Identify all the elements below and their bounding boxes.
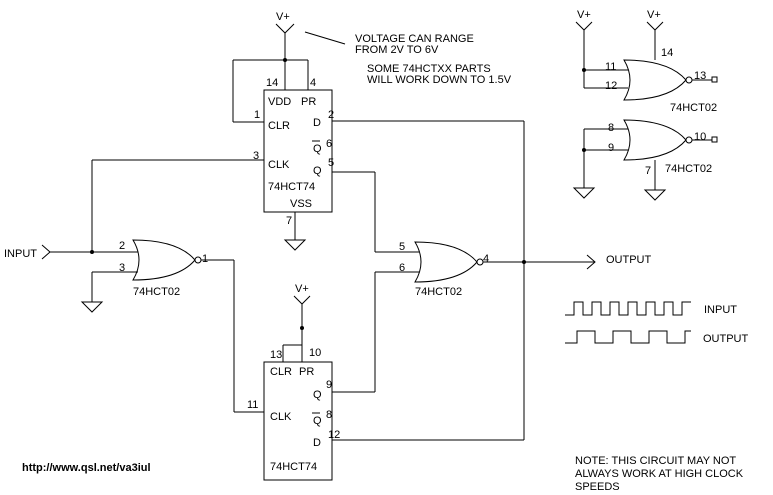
vplus-label-ur2: V+ [647,9,661,21]
ff2-pin-clr: CLR [270,366,292,378]
junction-ur1 [582,68,586,72]
ground-gate-in [80,301,104,313]
gate-in-body [132,239,196,281]
gate-ur2-bubble [685,136,693,144]
note-voltage-2: FROM 2V TO 6V [355,44,439,56]
gate-ur2-num-a: 8 [608,122,614,134]
ground-ff1 [283,239,307,251]
gate-mid-num-out: 4 [483,253,489,265]
gate-ur1-num-a: 11 [605,61,616,73]
vplus-label-top: V+ [276,11,290,23]
junction-vplus-ff2 [300,326,304,330]
ff1-num-5: 5 [328,157,334,169]
ff1-num-14: 14 [266,77,278,89]
source-url: http://www.qsl.net/va3iul [22,462,151,474]
ff1-pin-clr: CLR [268,120,290,132]
vplus-label-ff2: V+ [295,283,309,295]
ff2-pin-pr: PR [299,366,314,378]
vplus-label-ur1: V+ [577,9,591,21]
ff2-body [263,361,333,481]
gate-ur1-num-b: 12 [605,80,617,92]
gate-ur1-num-out: 13 [694,70,706,82]
gate-ur1-num-vcc: 14 [661,47,673,59]
gate-ur2-num-b: 9 [608,142,614,154]
output-label: OUTPUT [606,254,652,266]
junction-ur2 [582,148,586,152]
ff1-pin-vss: VSS [290,198,312,210]
waveform-input-label: INPUT [704,304,737,316]
note-voltage-1: VOLTAGE CAN RANGE [355,33,474,45]
ground-ur2-inputs [572,187,596,199]
gate-ur2-body [623,119,687,161]
vplus-arrow-ur2 [646,21,664,31]
gate-in-num-b: 3 [119,262,125,274]
gate-mid-num-b: 6 [399,262,405,274]
ff1-num-3: 3 [253,150,259,162]
ff2-num-10: 10 [309,347,321,359]
gate-ur2-num-gnd: 7 [645,165,651,177]
vplus-arrow-ff2 [293,295,311,305]
ff2-num-13: 13 [270,349,282,361]
ff2-num-8: 8 [326,409,332,421]
ff1-pin-vdd: VDD [268,96,291,108]
waveform-output [565,330,691,344]
gate-ur1-bubble [685,76,693,84]
ff1-pin-q: Q [313,165,322,177]
ff2-num-9: 9 [326,379,332,391]
annotation-line [304,31,346,45]
note-bottom-2: ALWAYS WORK AT HIGH CLOCK [575,468,744,480]
note-bottom-3: SPEEDS [575,481,620,493]
ff1-num-6: 6 [326,138,332,150]
ground-ur2 [643,189,667,201]
ff1-part-label: 74HCT74 [268,181,315,193]
note-bottom-1: NOTE: THIS CIRCUIT MAY NOT [575,455,736,467]
waveform-output-label: OUTPUT [703,333,749,345]
gate-mid-num-a: 5 [399,241,405,253]
ff1-num-4: 4 [310,77,316,89]
vplus-arrow-ur1 [575,21,593,31]
gate-ur1-body [623,59,687,101]
input-label: INPUT [4,248,37,260]
vplus-arrow-top [275,23,295,34]
ff1-pin-qbar: Q [313,143,322,155]
gate-mid-body [414,241,478,283]
ff2-pin-qbar: Q [313,415,322,427]
gate-ur1-part: 74HCT02 [670,102,717,114]
ff1-body [263,89,333,213]
gate-mid-part: 74HCT02 [415,286,462,298]
waveform-input [565,301,691,316]
gate-ur2-num-out: 10 [694,131,706,143]
gate-in-bubble [194,256,202,264]
ff1-num-7: 7 [286,215,292,227]
gate-ur2-terminal [711,136,718,143]
output-arrow [586,254,596,270]
gate-ur2-part: 74HCT02 [665,163,712,175]
ff1-pin-clk: CLK [268,159,290,171]
ff1-pin-d: D [313,117,321,129]
input-arrow [41,244,51,260]
note-parts-1: SOME 74HCTXX PARTS [367,63,491,75]
ff1-num-2: 2 [328,109,334,121]
ff2-pin-q: Q [313,389,322,401]
junction-vplus [283,58,287,62]
ff2-part-label: 74HCT74 [270,461,317,473]
ff1-num-1: 1 [254,109,260,121]
ff2-pin-clk: CLK [270,411,292,423]
gate-in-num-a: 2 [119,240,125,252]
ff2-num-12: 12 [328,429,340,441]
ff2-num-11: 11 [247,399,258,411]
note-parts-2: WILL WORK DOWN TO 1.5V [367,74,512,86]
gate-in-part: 74HCT02 [133,286,180,298]
ff1-pin-pr: PR [301,96,316,108]
gate-in-num-out: 1 [202,253,208,265]
ff2-pin-d: D [313,437,321,449]
gate-ur1-terminal [711,76,718,83]
